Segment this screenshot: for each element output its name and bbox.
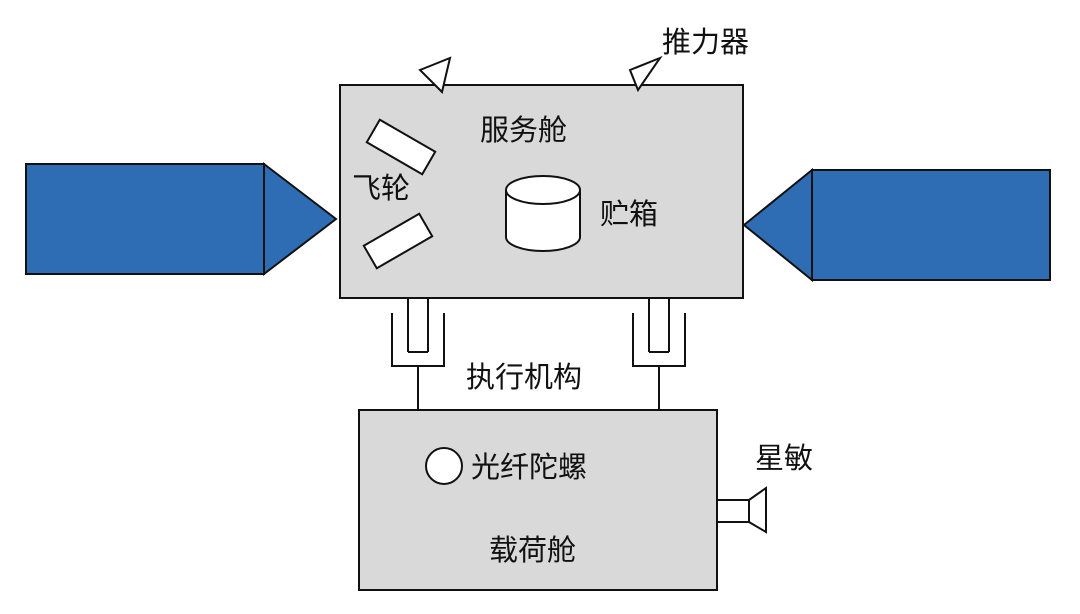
service-module-label: 服务舱 (480, 113, 567, 147)
fiber-gyro-circle (425, 447, 463, 485)
flywheel-label: 飞轮 (352, 171, 410, 205)
star-sensor (716, 486, 767, 534)
flywheel-lower (362, 212, 434, 270)
right-solar-panel (742, 167, 1051, 283)
actuator-right (632, 298, 686, 410)
payload-module-label: 载荷舱 (489, 533, 576, 567)
thruster-right (628, 55, 663, 93)
flywheel-upper (365, 118, 437, 176)
tank-label: 贮箱 (600, 197, 658, 231)
tank-cylinder (505, 175, 581, 252)
actuator-label: 执行机构 (466, 360, 582, 394)
thruster-label: 推力器 (662, 25, 749, 59)
actuator-left (391, 298, 445, 410)
thruster-left (418, 56, 452, 94)
star-sensor-label: 星敏 (755, 441, 813, 475)
left-solar-panel (25, 161, 338, 277)
fiber-gyro-label: 光纤陀螺 (471, 450, 587, 484)
